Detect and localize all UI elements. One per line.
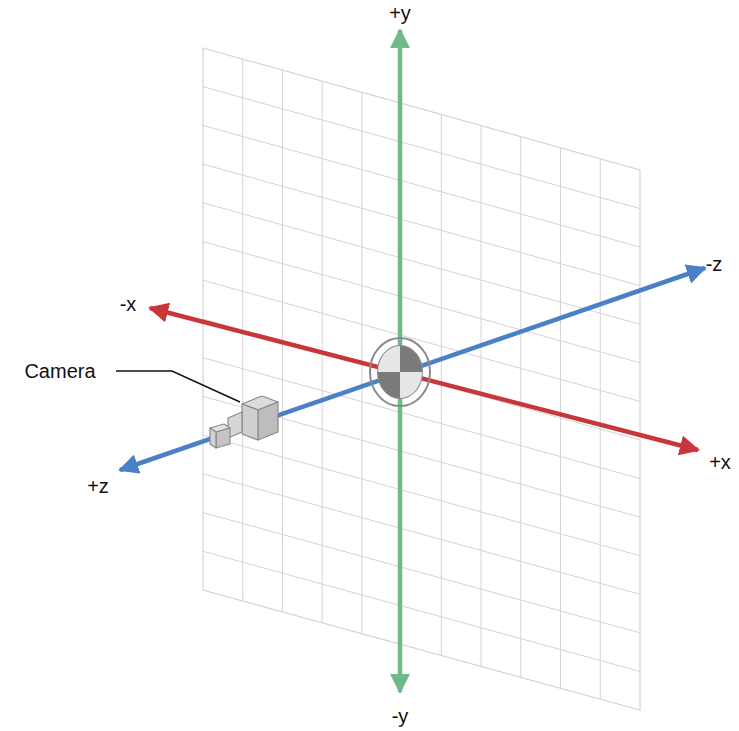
grid-line	[203, 551, 640, 671]
axis-label: -x	[120, 294, 137, 314]
grid-line	[203, 435, 640, 556]
grid-line	[203, 125, 640, 247]
z-axis	[120, 268, 705, 470]
grid-line	[203, 513, 640, 633]
grid-line	[203, 203, 640, 324]
axis-label: -z	[706, 254, 723, 274]
callout-label: Camera	[24, 361, 95, 381]
grid-line	[203, 242, 640, 363]
axis-label: -y	[392, 706, 409, 726]
x-axis	[150, 308, 698, 450]
grid-line	[203, 164, 640, 286]
axis-label: +y	[389, 3, 411, 23]
grid-line	[203, 87, 640, 209]
origin-gizmo	[370, 338, 430, 406]
camera-symbol	[210, 396, 278, 448]
leader-line	[116, 371, 240, 402]
grid-line	[203, 474, 640, 594]
axis-label: +z	[87, 476, 109, 496]
grid-line	[203, 396, 640, 517]
axis-label: +x	[709, 452, 731, 472]
grid-plane	[203, 48, 640, 710]
